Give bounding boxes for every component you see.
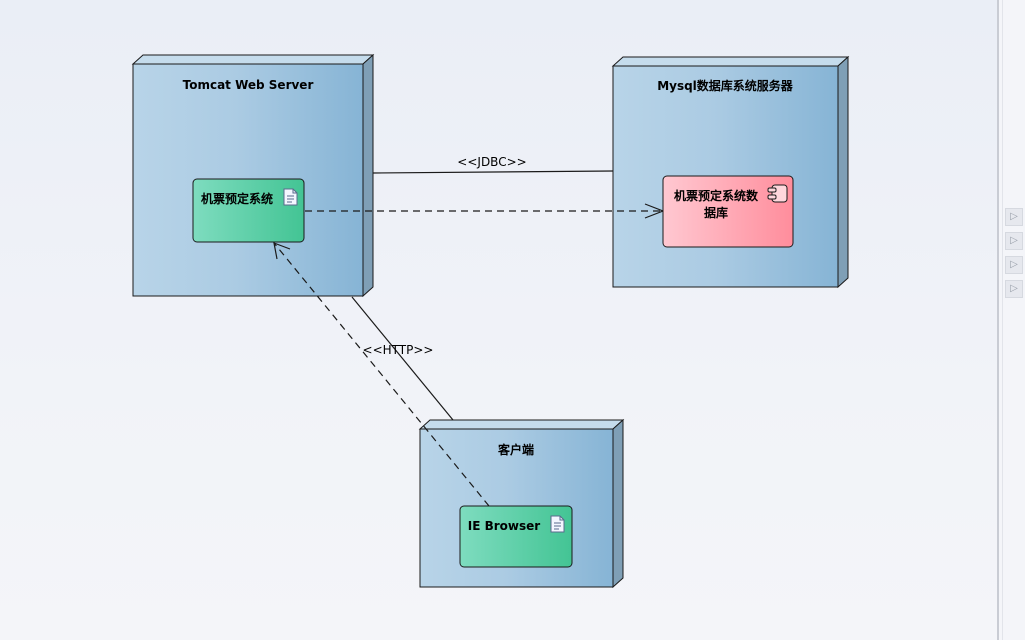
component-label: 机票预定系统 xyxy=(201,191,273,206)
deployment-diagram-canvas: Tomcat Web Server Mysql数据库系统服务器 客户端 <<JD… xyxy=(131,53,850,589)
expand-arrow-icon[interactable]: ▷ xyxy=(1005,280,1023,298)
component-booking-database[interactable]: 机票预定系统数 据库 xyxy=(662,175,794,248)
component-label-line1: 机票预定系统数 xyxy=(674,188,759,203)
component-booking-system[interactable]: 机票预定系统 xyxy=(192,178,305,243)
expand-arrow-icon[interactable]: ▷ xyxy=(1005,256,1023,274)
document-icon xyxy=(283,188,298,206)
expand-arrow-icon[interactable]: ▷ xyxy=(1005,232,1023,250)
arrowhead-open xyxy=(273,242,291,260)
node-tomcat-web-server[interactable]: Tomcat Web Server xyxy=(131,53,375,298)
node-title: Mysql数据库系统服务器 xyxy=(657,78,794,93)
connector-jdbc[interactable]: <<JDBC>> xyxy=(372,155,614,174)
expand-arrow-icon[interactable]: ▷ xyxy=(1005,208,1023,226)
dependency-arrow-browser-to-system[interactable] xyxy=(273,242,490,507)
connector-label: <<HTTP>> xyxy=(363,343,434,357)
component-icon xyxy=(767,184,788,203)
right-side-panel: ▷ ▷ ▷ ▷ xyxy=(997,0,1025,640)
component-label: IE Browser xyxy=(468,519,541,533)
connector-label: <<JDBC>> xyxy=(457,155,526,169)
document-icon xyxy=(550,515,565,533)
component-ie-browser[interactable]: IE Browser xyxy=(459,505,573,568)
node-title: Tomcat Web Server xyxy=(183,78,314,92)
component-label-line2: 据库 xyxy=(704,205,728,220)
node-mysql-server[interactable]: Mysql数据库系统服务器 xyxy=(611,55,850,289)
connector-http[interactable]: <<HTTP>> xyxy=(351,296,454,421)
node-title: 客户端 xyxy=(497,442,534,457)
